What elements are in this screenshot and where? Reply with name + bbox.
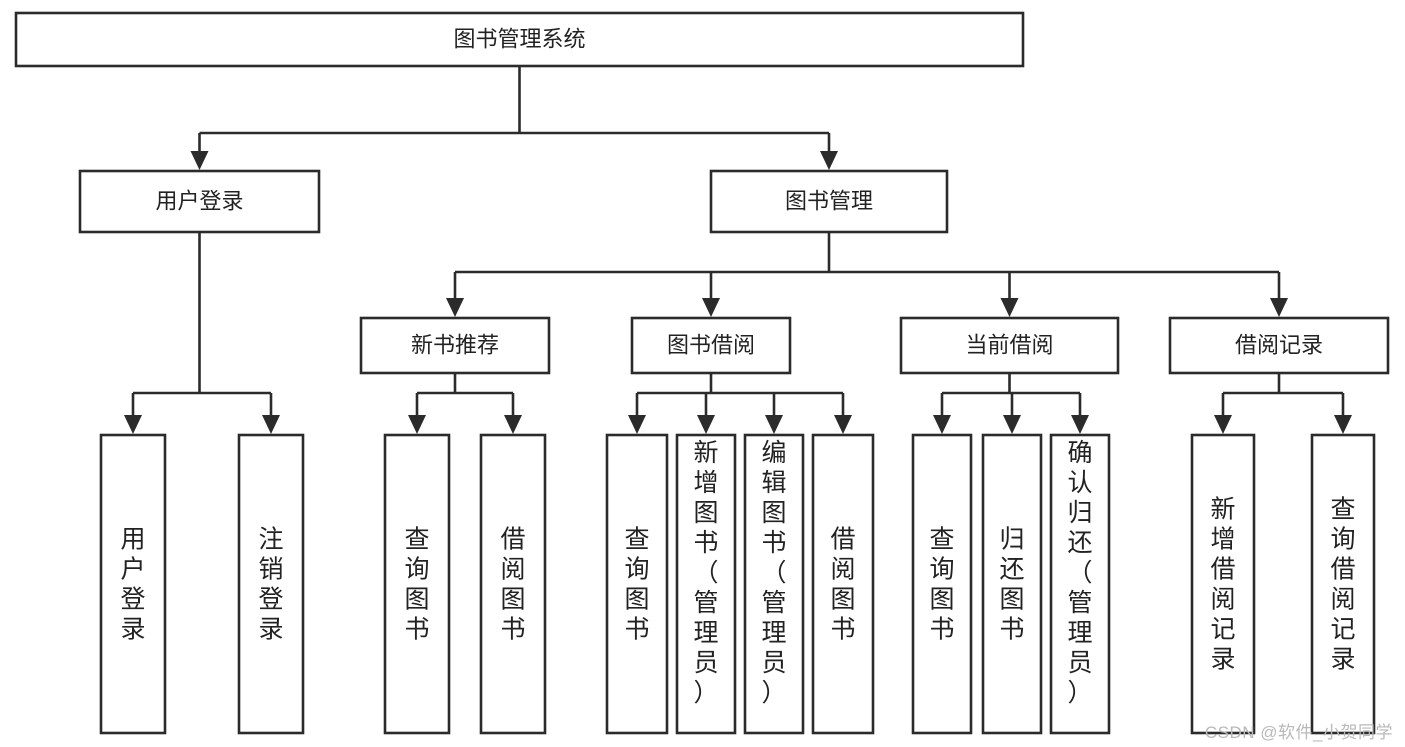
node-box-leaf-confirm-return-admin	[1049, 433, 1111, 735]
node-box-leaf-borrow-book-recommend	[479, 433, 547, 735]
edge-group-root	[190, 66, 838, 170]
node-label-user-login: 用户登录	[155, 188, 243, 213]
node-box-leaf-query-book-borrow	[605, 433, 669, 735]
arrow-head-icon	[504, 415, 522, 434]
node-leaf-query-borrow-record[interactable]: 查询借阅记录	[1310, 433, 1376, 735]
edge-group-book-manage	[446, 232, 1288, 317]
edge-group-borrow-record	[1214, 373, 1352, 434]
node-leaf-confirm-return-admin[interactable]: 确认归还（管理员）	[1049, 433, 1111, 735]
node-leaf-user-login[interactable]: 用户登录	[99, 433, 167, 735]
arrow-head-icon	[1000, 298, 1019, 317]
node-box-leaf-borrow-book	[811, 433, 875, 735]
node-user-login[interactable]: 用户登录	[78, 169, 321, 234]
arrow-head-icon	[765, 415, 783, 434]
arrow-head-icon	[1003, 415, 1021, 434]
edge-group-user-login	[124, 232, 280, 434]
arrow-head-icon	[1334, 415, 1352, 434]
arrow-head-icon	[834, 415, 852, 434]
node-leaf-borrow-book-recommend[interactable]: 借阅图书	[479, 433, 547, 735]
node-box-leaf-query-book-current	[911, 433, 973, 735]
node-box-current-borrow	[899, 316, 1120, 375]
connector-layer	[124, 66, 1352, 434]
node-box-leaf-add-book-admin	[675, 433, 737, 735]
node-borrow-record[interactable]: 借阅记录	[1168, 316, 1390, 375]
node-leaf-query-book-current[interactable]: 查询图书	[911, 433, 973, 735]
node-book-borrow[interactable]: 图书借阅	[630, 316, 792, 375]
node-book-manage[interactable]: 图书管理	[709, 169, 949, 234]
node-label-leaf-borrow-book: 借阅图书	[830, 525, 855, 643]
arrow-head-icon	[190, 151, 209, 170]
arrow-head-icon	[446, 298, 464, 317]
node-leaf-logout-login[interactable]: 注销登录	[237, 433, 305, 735]
node-box-leaf-add-borrow-record	[1190, 433, 1256, 735]
edge-group-book-borrow	[628, 373, 852, 434]
node-label-leaf-logout-login: 注销登录	[258, 525, 283, 643]
node-leaf-add-book-admin[interactable]: 新增图书（管理员）	[675, 433, 737, 735]
edge-group-new-book-recommend	[408, 373, 522, 434]
arrow-head-icon	[820, 151, 838, 170]
watermark-text: CSDN @软件_小贺同学	[1204, 723, 1393, 742]
node-new-book-recommend[interactable]: 新书推荐	[359, 316, 551, 375]
node-label-book-borrow: 图书借阅	[667, 332, 755, 357]
node-leaf-query-book-borrow[interactable]: 查询图书	[605, 433, 669, 735]
node-label-root: 图书管理系统	[453, 26, 585, 51]
arrow-head-icon	[628, 415, 646, 434]
node-label-leaf-user-login: 用户登录	[120, 525, 145, 643]
arrow-head-icon	[408, 415, 426, 434]
node-leaf-return-book[interactable]: 归还图书	[981, 433, 1043, 735]
node-leaf-edit-book-admin[interactable]: 编辑图书（管理员）	[743, 433, 805, 735]
node-label-leaf-add-book-admin: 新增图书（管理员）	[693, 439, 718, 707]
arrow-head-icon	[124, 415, 142, 434]
node-label-leaf-return-book: 归还图书	[999, 525, 1024, 643]
arrow-head-icon	[262, 415, 280, 434]
node-box-leaf-edit-book-admin	[743, 433, 805, 735]
node-label-leaf-query-book-borrow: 查询图书	[624, 525, 649, 643]
node-label-leaf-query-book-current: 查询图书	[929, 525, 954, 643]
node-leaf-query-book-recommend[interactable]: 查询图书	[383, 433, 451, 735]
edge-group-current-borrow	[933, 373, 1089, 434]
arrow-head-icon	[697, 415, 715, 434]
node-leaf-borrow-book[interactable]: 借阅图书	[811, 433, 875, 735]
node-label-leaf-query-book-recommend: 查询图书	[404, 525, 429, 643]
node-box-user-login	[78, 169, 321, 234]
node-label-borrow-record: 借阅记录	[1235, 332, 1323, 357]
node-label-new-book-recommend: 新书推荐	[411, 332, 499, 357]
node-box-book-manage	[709, 169, 949, 234]
arrow-head-icon	[702, 298, 720, 317]
node-label-leaf-query-borrow-record: 查询借阅记录	[1330, 495, 1355, 673]
node-label-leaf-add-borrow-record: 新增借阅记录	[1210, 495, 1235, 673]
node-box-new-book-recommend	[359, 316, 551, 375]
node-box-borrow-record	[1168, 316, 1390, 375]
node-box-leaf-query-borrow-record	[1310, 433, 1376, 735]
node-label-book-manage: 图书管理	[785, 188, 873, 213]
arrow-head-icon	[933, 415, 951, 434]
arrow-head-icon	[1214, 415, 1232, 434]
node-root[interactable]: 图书管理系统	[14, 11, 1025, 68]
node-label-current-borrow: 当前借阅	[965, 332, 1053, 357]
node-leaf-add-borrow-record[interactable]: 新增借阅记录	[1190, 433, 1256, 735]
node-box-book-borrow	[630, 316, 792, 375]
node-current-borrow[interactable]: 当前借阅	[899, 316, 1120, 375]
node-box-leaf-logout-login	[237, 433, 305, 735]
arrow-head-icon	[1071, 415, 1089, 434]
node-box-leaf-return-book	[981, 433, 1043, 735]
node-label-leaf-edit-book-admin: 编辑图书（管理员）	[761, 439, 786, 707]
node-label-leaf-borrow-book-recommend: 借阅图书	[500, 525, 525, 643]
node-box-leaf-user-login	[99, 433, 167, 735]
arrow-head-icon	[1270, 298, 1288, 317]
node-layer: 图书管理系统用户登录图书管理新书推荐图书借阅当前借阅借阅记录用户登录注销登录查询…	[14, 11, 1390, 735]
node-box-root	[14, 11, 1025, 68]
node-label-leaf-confirm-return-admin: 确认归还（管理员）	[1067, 439, 1092, 707]
node-box-leaf-query-book-recommend	[383, 433, 451, 735]
